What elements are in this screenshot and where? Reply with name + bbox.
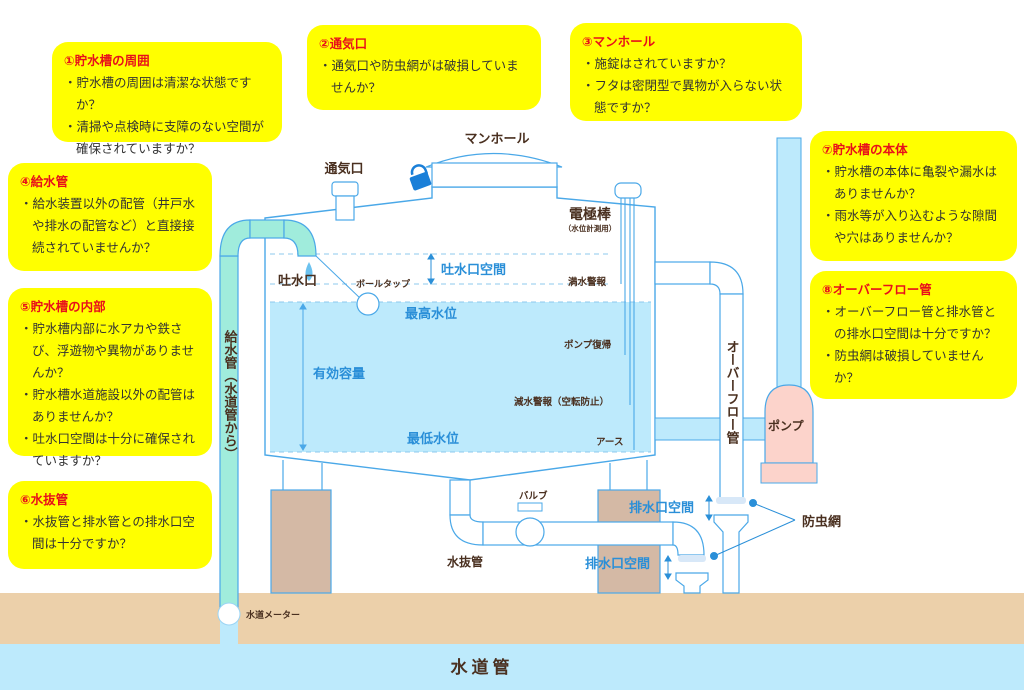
- supply-pipe-label: 給水管（水道管から）: [222, 329, 239, 460]
- pump-body: [764, 384, 814, 464]
- card-title: ③マンホール: [582, 34, 656, 49]
- overflow-pipe: [654, 261, 744, 500]
- card-item: ・オーバーフロー管と排水管との排水口空間は十分ですか？: [822, 304, 997, 341]
- low-alarm-label: 減水警報（空転防止）: [514, 396, 609, 408]
- overflow-pipe-label: オーバーフロー管: [724, 340, 740, 445]
- card-item: ・雨水等が入り込むような隙間や穴はありませんか？: [822, 208, 998, 245]
- card-tank-body: ⑦貯水槽の本体 ・貯水槽の本体に亀裂や漏水はありませんか？ ・雨水等が入り込むよ…: [810, 131, 1017, 261]
- manhole-label: マンホール: [464, 132, 529, 147]
- lock-icon: [409, 164, 432, 191]
- card-item: ・貯水槽水道施設以外の配管はありませんか？: [20, 387, 196, 424]
- electrode-rods: [620, 198, 635, 450]
- card-manhole: ③マンホール ・施錠はされていますか？ ・フタは密閉型で異物が入らない状態ですか…: [570, 23, 802, 121]
- card-item: ・貯水槽の本体に亀裂や漏水はありませんか？: [822, 164, 998, 201]
- drain-pipe-label: 水抜管: [447, 554, 483, 569]
- drain-gap-arrow: [664, 555, 672, 580]
- card-item: ・通気口や防虫網がは破損していませんか？: [319, 58, 519, 95]
- earth-label: アース: [596, 437, 623, 448]
- manhole-frame: [431, 162, 558, 188]
- insect-screen-label: 防虫網: [802, 514, 841, 530]
- card-tank-surroundings: ①貯水槽の周囲 ・貯水槽の周囲は清潔な状態ですか？ ・清掃や点検時に支障のない空…: [52, 42, 282, 156]
- outlet-gap-arrow: [427, 253, 435, 285]
- card-item: ・清掃や点検時に支障のない空間が 確保されていますか？: [64, 119, 277, 156]
- water-main: [0, 644, 1024, 690]
- water-volume: [270, 302, 651, 452]
- water-main-label: 水道管: [451, 657, 514, 678]
- valve-handle: [517, 502, 543, 512]
- vent-label: 通気口: [324, 161, 363, 177]
- drain-funnels: [675, 514, 749, 594]
- insect-screen-pointers: [710, 499, 796, 560]
- card-item: ・吐水口空間は十分に確保されていますか？: [20, 431, 196, 468]
- card-title: ⑦貯水槽の本体: [822, 142, 908, 157]
- min-level-label: 最低水位: [407, 431, 459, 447]
- card-vent: ②通気口 ・通気口や防虫網がは破損していませんか？: [307, 25, 541, 110]
- full-alarm-label: 満水警報: [568, 276, 607, 288]
- card-supply-pipe: ④給水管 ・給水装置以外の配管（井戸水や排水の配管など）と直接接続されていません…: [8, 163, 212, 271]
- outlet-gap-label: 吐水口空間: [441, 262, 506, 278]
- pump-suction-pipe: [654, 417, 721, 441]
- max-level-label: 最高水位: [405, 306, 457, 322]
- ground: [0, 593, 1024, 645]
- card-item: ・貯水槽の周囲は清潔な状態ですか？: [64, 75, 252, 112]
- pump-discharge-pipe: [776, 137, 802, 394]
- drain-insect-screen: [678, 555, 706, 562]
- outlet-label: 吐水口: [278, 273, 317, 289]
- ball-tap-float: [356, 292, 380, 316]
- vent-pipe: [335, 195, 355, 221]
- ball-tap-arm: [315, 255, 363, 301]
- valve-label: バルブ: [519, 490, 548, 502]
- card-title: ②通気口: [319, 36, 368, 51]
- water-meter-label: 水道メーター: [246, 609, 300, 621]
- ball-tap-label: ボールタップ: [356, 278, 411, 290]
- card-item: ・水抜管と排水管との排水口空間は十分ですか？: [20, 514, 195, 551]
- card-item: ・施錠はされていますか？: [582, 56, 732, 71]
- card-title: ⑤貯水槽の内部: [20, 299, 106, 314]
- overflow-insect-screen: [716, 497, 746, 504]
- card-title: ①貯水槽の周囲: [64, 53, 150, 68]
- electrode-note-label: （水位計測用）: [564, 223, 617, 233]
- card-overflow-pipe: ⑧オーバーフロー管 ・オーバーフロー管と排水管との排水口空間は十分ですか？ ・防…: [810, 271, 1017, 399]
- water-drop-icon: [305, 262, 313, 281]
- card-item: ・フタは密閉型で異物が入らない状態ですか？: [582, 78, 783, 115]
- drain-pipe: [449, 479, 705, 556]
- pump-return-label: ポンプ復帰: [564, 339, 612, 351]
- card-item: ・給水装置以外の配管（井戸水や排水の配管など）と直接接続されていませんか？: [20, 196, 196, 255]
- electrode-cap: [614, 182, 642, 199]
- card-item: ・貯水槽内部に水アカや鉄さび、浮遊物や異物がありませんか？: [20, 321, 195, 380]
- pump-label: ポンプ: [768, 418, 805, 433]
- pump-base: [760, 462, 818, 484]
- overflow-gap-arrow: [705, 495, 713, 521]
- card-tank-interior: ⑤貯水槽の内部 ・貯水槽内部に水アカや鉄さび、浮遊物や異物がありませんか？ ・貯…: [8, 288, 212, 468]
- card-drain-pipe: ⑥水抜管 ・水抜管と排水管との排水口空間は十分ですか？: [8, 481, 212, 569]
- card-title: ⑧オーバーフロー管: [822, 282, 932, 297]
- card-title: ④給水管: [20, 174, 69, 189]
- pump-inlet-pipe: [742, 417, 766, 441]
- card-item: ・防虫網は破損していませんか？: [822, 348, 984, 385]
- water-meter: [217, 602, 241, 626]
- foundation-left: [270, 489, 332, 594]
- drain-gap-label: 排水口空間: [585, 556, 650, 572]
- card-title: ⑥水抜管: [20, 492, 69, 507]
- vent-cap: [331, 181, 359, 197]
- supply-pipe: [219, 219, 317, 617]
- electrode-label: 電極棒: [569, 206, 612, 223]
- tank-legs: [282, 460, 648, 490]
- effective-capacity-arrow: [299, 303, 307, 451]
- valve-body: [515, 517, 545, 547]
- overflow-drain-gap-label: 排水口空間: [629, 500, 694, 516]
- effective-capacity-label: 有効容量: [313, 366, 365, 382]
